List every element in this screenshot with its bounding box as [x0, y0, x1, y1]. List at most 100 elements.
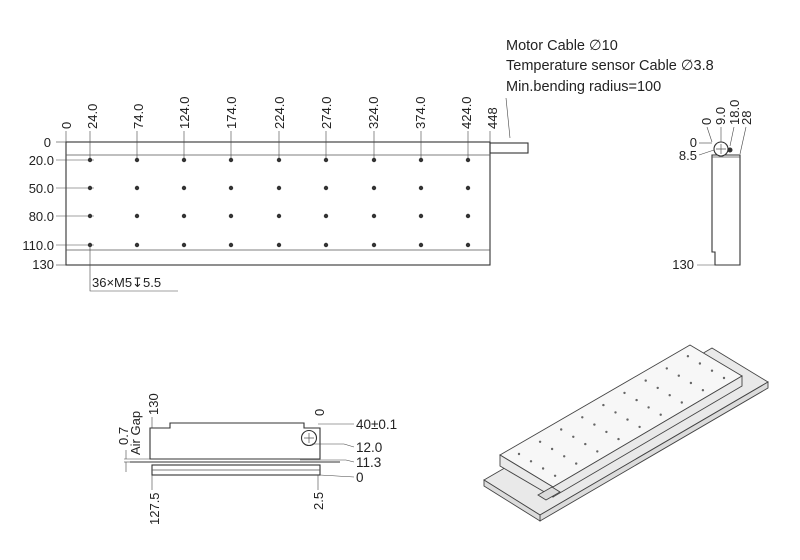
- iso-mounting-hole: [572, 435, 575, 438]
- end-right-leader-lines: [300, 423, 355, 478]
- mounting-hole: [228, 185, 234, 191]
- mounting-hole: [371, 157, 377, 163]
- x-label-74: 74.0: [131, 104, 146, 129]
- side-top-label-28: 28: [739, 111, 754, 125]
- end-top-zero-label: 0: [312, 409, 327, 416]
- mounting-hole: [181, 185, 187, 191]
- bending-radius-note: Min.bending radius=100: [506, 79, 661, 95]
- iso-mounting-hole: [626, 418, 629, 421]
- end-cable-gland-crosshair: [304, 433, 314, 443]
- sensor-cable-dot: [727, 147, 733, 153]
- y-label-50: 50.0: [29, 181, 54, 196]
- iso-mounting-hole: [550, 447, 554, 451]
- side-top-label-9: 9.0: [713, 107, 728, 125]
- y-extension-lines: [56, 141, 94, 266]
- side-left-label-0: 0: [690, 135, 697, 150]
- side-left-label-8-5: 8.5: [679, 148, 697, 163]
- side-left-label-130: 130: [672, 257, 694, 272]
- iso-mounting-hole: [686, 355, 690, 358]
- coil-section-outline: [149, 422, 321, 460]
- mounting-hole: [276, 213, 282, 219]
- iso-coil-front: [499, 454, 554, 498]
- end-view: 0.7 Air Gap 130 127.5 2.5 0 40±0.1 12.0 …: [116, 393, 397, 525]
- iso-mounting-hole: [617, 437, 620, 441]
- iso-mounting-hole: [541, 467, 545, 470]
- iso-mounting-hole: [656, 386, 659, 390]
- x-label-24: 24.0: [85, 104, 100, 129]
- iso-mounting-hole: [581, 416, 584, 419]
- iso-mounting-holes: [517, 355, 726, 477]
- mounting-hole: [134, 185, 140, 191]
- cable-note-leader: [505, 97, 511, 139]
- side-left-extension-lines: [697, 142, 715, 266]
- end-bottom-label-127-5: 127.5: [147, 492, 162, 525]
- mounting-hole: [276, 157, 282, 163]
- iso-mounting-hole: [596, 450, 599, 453]
- hole-callout-label: 36×M5↧5.5: [92, 275, 161, 290]
- mounting-hole: [465, 157, 471, 163]
- mounting-hole: [228, 242, 234, 248]
- iso-mounting-hole: [701, 389, 705, 392]
- x-label-174: 174.0: [224, 96, 239, 129]
- mounting-hole: [418, 157, 424, 163]
- end-right-label-0: 0: [356, 470, 364, 485]
- iso-mounting-hole: [659, 413, 662, 416]
- iso-mounting-hole: [647, 406, 650, 409]
- y-label-0: 0: [44, 135, 51, 150]
- y-dimension-labels: 0 20.0 50.0 80.0 110.0 130: [22, 135, 54, 272]
- end-right-label-11-3: 11.3: [356, 455, 381, 470]
- iso-mounting-hole: [689, 381, 693, 385]
- iso-mounting-hole: [638, 425, 641, 429]
- end-top-label-130: 130: [146, 393, 161, 415]
- mounting-hole: [276, 185, 282, 191]
- mounting-hole: [134, 157, 140, 163]
- side-top-label-0: 0: [699, 118, 714, 125]
- x-label-274: 274.0: [319, 96, 334, 129]
- iso-mounting-hole: [575, 462, 578, 465]
- iso-mounting-hole: [529, 460, 533, 463]
- mounting-hole: [323, 242, 329, 248]
- mounting-hole: [323, 213, 329, 219]
- end-bottom-label-2-5: 2.5: [311, 492, 326, 510]
- x-label-424: 424.0: [459, 96, 474, 129]
- mounting-hole: [134, 213, 140, 219]
- coil-unit-outline: [65, 141, 491, 266]
- mounting-hole: [87, 185, 93, 191]
- mounting-hole: [87, 157, 93, 163]
- mounting-hole: [181, 242, 187, 248]
- y-label-80: 80.0: [29, 209, 54, 224]
- side-view-outline: [711, 154, 741, 266]
- mounting-hole: [87, 213, 93, 219]
- motor-cable-note: Motor Cable ∅10: [506, 38, 618, 54]
- end-right-label-40: 40±0.1: [356, 417, 397, 432]
- air-gap-dimension-lines: [124, 417, 153, 472]
- mounting-hole: [371, 242, 377, 248]
- iso-cable-stub: [537, 486, 561, 501]
- iso-mounting-hole: [593, 423, 596, 426]
- mounting-hole: [465, 242, 471, 248]
- mounting-hole: [228, 213, 234, 219]
- mounting-hole: [465, 185, 471, 191]
- mounting-hole-grid: [87, 157, 471, 248]
- mounting-hole: [371, 185, 377, 191]
- x-label-0: 0: [59, 122, 74, 129]
- x-label-448: 448: [485, 107, 500, 129]
- cable-exit-stub: [489, 142, 529, 154]
- mounting-hole: [371, 213, 377, 219]
- iso-mounting-hole: [665, 367, 668, 370]
- iso-base-plate-front: [483, 479, 541, 522]
- iso-mounting-hole: [553, 474, 557, 477]
- iso-mounting-hole: [605, 430, 608, 434]
- iso-mounting-hole: [517, 452, 521, 456]
- iso-mounting-hole: [635, 398, 638, 402]
- iso-mounting-hole: [560, 428, 563, 431]
- mounting-hole: [134, 242, 140, 248]
- mounting-hole: [323, 157, 329, 163]
- x-dimension-labels: 0 24.0 74.0 124.0 174.0 224.0 274.0 324.…: [59, 96, 500, 129]
- mounting-hole: [418, 185, 424, 191]
- top-view: 0 24.0 74.0 124.0 174.0 224.0 274.0 324.…: [22, 96, 529, 292]
- iso-mounting-hole: [680, 401, 683, 404]
- iso-mounting-hole: [710, 369, 714, 372]
- iso-mounting-hole: [584, 442, 587, 446]
- iso-mounting-hole: [677, 374, 680, 377]
